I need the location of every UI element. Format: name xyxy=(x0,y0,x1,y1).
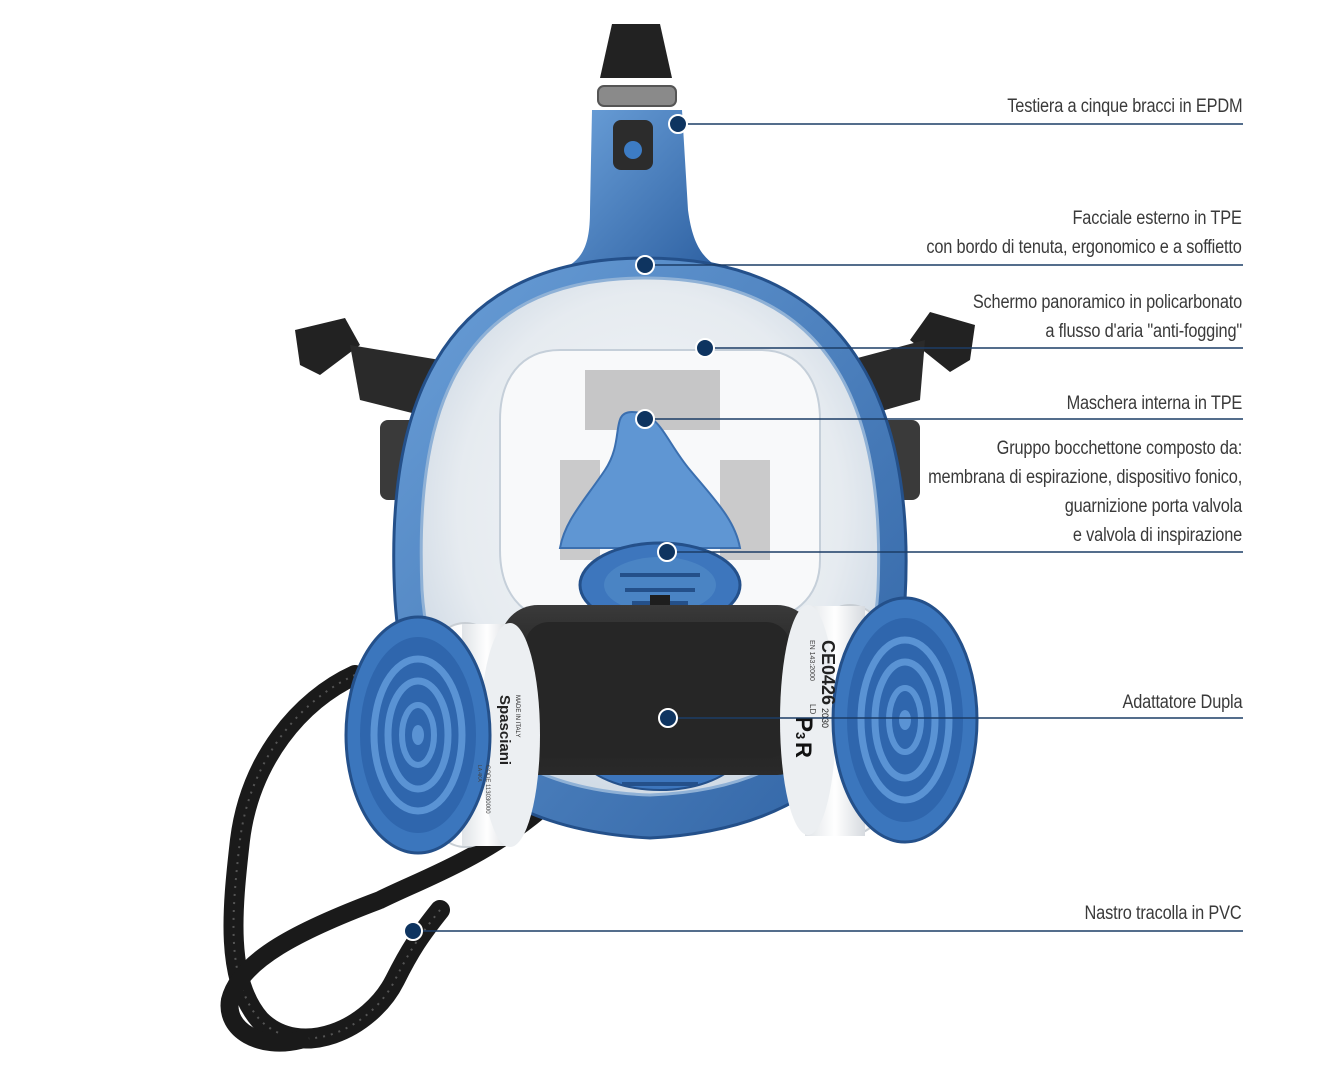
callout-schermo-line1: Schermo panoramico in policarbonato xyxy=(972,292,1242,313)
dot-facciale xyxy=(635,255,655,275)
dot-adattatore xyxy=(658,708,678,728)
callout-maschera-line1: Maschera interna in TPE xyxy=(1066,393,1242,414)
callout-gruppo-line3: guarnizione porta valvola xyxy=(1064,496,1243,517)
dot-gruppo xyxy=(657,542,677,562)
callout-testiera-line1: Testiera a cinque bracci in EPDM xyxy=(1006,96,1242,117)
right-ld: LD xyxy=(808,704,817,714)
dot-testiera xyxy=(668,114,688,134)
callout-gruppo-line2: membrana di espirazione, dispositivo fon… xyxy=(928,467,1242,488)
callout-nastro-line1: Nastro tracolla in PVC xyxy=(1085,903,1242,924)
left-code: CODE 113030000 xyxy=(484,765,490,814)
left-madein: MADE IN ITALY xyxy=(514,695,520,737)
left-std: LA 4KA xyxy=(476,765,482,782)
callout-gruppo-line4: e valvola di inspirazione xyxy=(1072,525,1242,546)
right-std: EN 143:2000 xyxy=(808,640,815,681)
dot-maschera xyxy=(635,409,655,429)
left-cartridge xyxy=(344,615,540,855)
callout-adattatore-line1: Adattatore Dupla xyxy=(1122,692,1242,713)
callout-nastro: Nastro tracolla in PVC xyxy=(1085,899,1242,928)
neck-strap xyxy=(220,665,549,1052)
dupla-adapter xyxy=(500,605,815,775)
right-class-sub: 3 xyxy=(793,732,808,739)
callout-gruppo-line1: Gruppo bocchettone composto da: xyxy=(996,438,1243,459)
callout-testiera: Testiera a cinque bracci in EPDM xyxy=(1007,92,1242,121)
left-cartridge-print: Spasciani MADE IN ITALY CODE 113030000 L… xyxy=(476,695,520,814)
callout-schermo-line2: a flusso d'aria "anti-fogging" xyxy=(1045,321,1242,342)
right-class-main: P xyxy=(790,716,817,732)
right-class-r: R xyxy=(791,742,816,758)
right-ce: CE0426 xyxy=(818,640,838,705)
dot-schermo xyxy=(695,338,715,358)
callout-maschera: Maschera interna in TPE xyxy=(1066,389,1242,418)
callout-adattatore: Adattatore Dupla xyxy=(1122,688,1242,717)
callout-facciale: Facciale esterno in TPE con bordo di ten… xyxy=(926,204,1243,262)
left-brand: Spasciani xyxy=(496,695,513,765)
leader-lines xyxy=(403,114,1243,941)
callout-gruppo: Gruppo bocchettone composto da: membrana… xyxy=(928,434,1242,550)
callout-facciale-line1: Facciale esterno in TPE xyxy=(1072,208,1242,229)
callout-facciale-line2: con bordo di tenuta, ergonomico e a soff… xyxy=(926,237,1243,258)
callout-schermo: Schermo panoramico in policarbonato a fl… xyxy=(973,288,1242,346)
dot-nastro xyxy=(403,921,423,941)
right-cartridge xyxy=(780,596,979,844)
